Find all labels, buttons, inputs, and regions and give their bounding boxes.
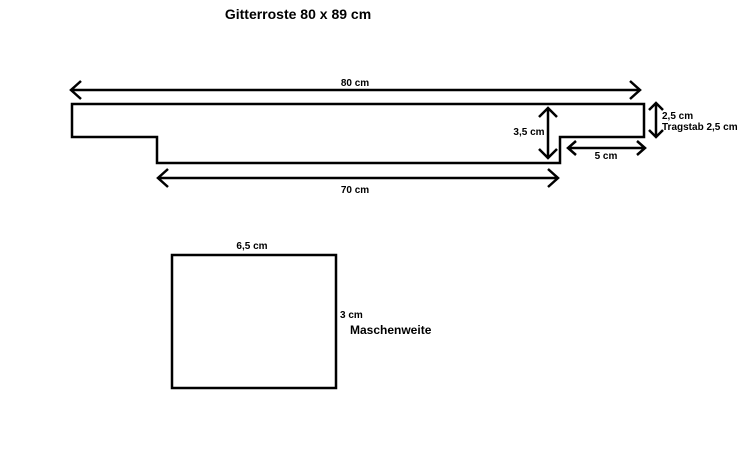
grating-profile-outline [70,102,646,165]
label-mesh-height: 3 cm [340,310,363,321]
diagram-title: Gitterroste 80 x 89 cm [225,6,371,22]
label-total-width: 80 cm [341,78,369,89]
dimension-3-5cm-arrow [538,106,558,160]
dimension-80cm-arrow [69,80,642,100]
label-maschenweite: Maschenweite [350,323,432,337]
label-bottom-width: 70 cm [341,185,369,196]
dimension-70cm-arrow [156,168,560,188]
mesh-rectangle [170,253,338,390]
label-step-height: 2,5 cm [662,111,693,122]
label-tragstab: Tragstab 2,5 cm [662,122,738,133]
dimension-5cm-arrow [566,140,647,156]
label-height: 3,5 cm [513,127,544,138]
dimension-2-5cm-arrow [648,101,664,139]
label-mesh-width: 6,5 cm [236,241,267,252]
label-step-width: 5 cm [595,151,618,162]
